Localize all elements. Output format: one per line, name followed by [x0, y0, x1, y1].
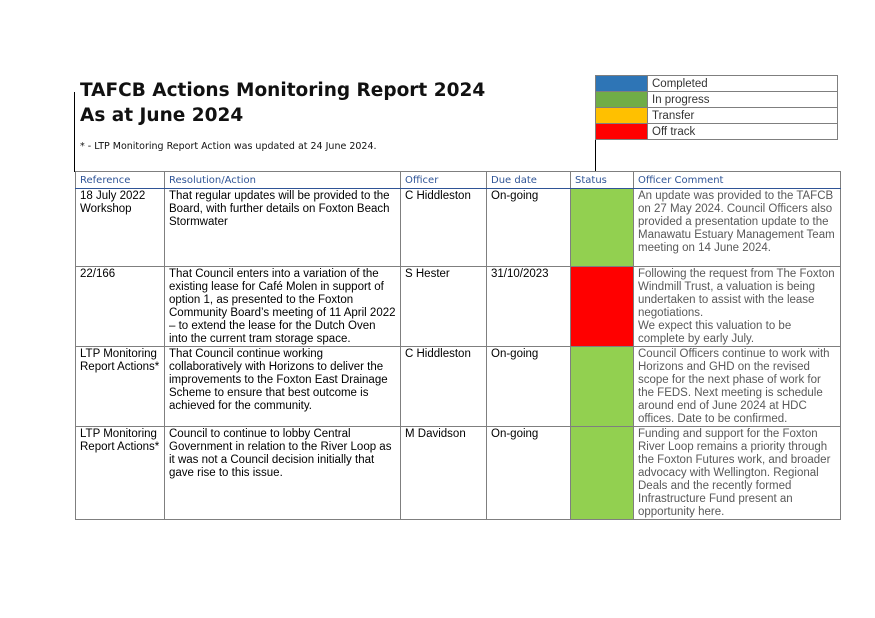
cell-resolution: Council to continue to lobby Central Gov…	[164, 426, 401, 520]
cell-reference: 18 July 2022 Workshop	[75, 188, 165, 267]
report-title: TAFCB Actions Monitoring Report 2024 As …	[80, 78, 485, 128]
cell-officer: S Hester	[400, 266, 487, 347]
header-due-date: Due date	[486, 171, 571, 189]
table-row: LTP Monitoring Report Actions* Council t…	[75, 426, 841, 520]
legend-swatch	[595, 123, 648, 140]
legend-row: In progress	[595, 91, 838, 108]
cell-reference: LTP Monitoring Report Actions*	[75, 346, 165, 427]
table-header-row: Reference Resolution/Action Officer Due …	[75, 171, 841, 189]
cell-due-date: On-going	[486, 188, 571, 267]
legend-label: In progress	[647, 91, 838, 108]
header-officer-comment: Officer Comment	[633, 171, 841, 189]
cell-comment: Following the request from The Foxton Wi…	[633, 266, 841, 347]
actions-table: Reference Resolution/Action Officer Due …	[75, 171, 841, 520]
legend-swatch	[595, 91, 648, 108]
cell-status	[570, 266, 634, 347]
cell-status	[570, 426, 634, 520]
legend-label: Transfer	[647, 107, 838, 124]
table-row: 18 July 2022 Workshop That regular updat…	[75, 188, 841, 267]
table-row: 22/166 That Council enters into a variat…	[75, 266, 841, 347]
report-title-line2: As at June 2024	[80, 105, 244, 126]
comment-paragraph: Following the request from The Foxton Wi…	[638, 268, 835, 319]
cell-officer: C Hiddleston	[400, 188, 487, 267]
legend-row: Transfer	[595, 107, 838, 124]
legend-row: Completed	[595, 75, 838, 92]
cell-comment: An update was provided to the TAFCB on 2…	[633, 188, 841, 267]
cell-due-date: 31/10/2023	[486, 266, 571, 347]
cell-comment: Funding and support for the Foxton River…	[633, 426, 841, 520]
legend-swatch	[595, 107, 648, 124]
header-resolution: Resolution/Action	[164, 171, 401, 189]
cell-officer: M Davidson	[400, 426, 487, 520]
legend-label: Off track	[647, 123, 838, 140]
cell-reference: LTP Monitoring Report Actions*	[75, 426, 165, 520]
legend-label: Completed	[647, 75, 838, 92]
left-margin-rule	[74, 92, 75, 172]
cell-reference: 22/166	[75, 266, 165, 347]
legend-row: Off track	[595, 123, 838, 140]
legend-swatch	[595, 75, 648, 92]
comment-paragraph: We expect this valuation to be complete …	[638, 320, 792, 345]
table-row: LTP Monitoring Report Actions* That Coun…	[75, 346, 841, 427]
report-title-line1: TAFCB Actions Monitoring Report 2024	[80, 80, 486, 101]
header-reference: Reference	[75, 171, 165, 189]
cell-officer: C Hiddleston	[400, 346, 487, 427]
cell-due-date: On-going	[486, 346, 571, 427]
header-status: Status	[570, 171, 634, 189]
cell-due-date: On-going	[486, 426, 571, 520]
legend-connector-rule	[595, 138, 596, 172]
cell-comment: Council Officers continue to work with H…	[633, 346, 841, 427]
header-officer: Officer	[400, 171, 487, 189]
cell-status	[570, 346, 634, 427]
cell-resolution: That Council enters into a variation of …	[164, 266, 401, 347]
cell-resolution: That Council continue working collaborat…	[164, 346, 401, 427]
cell-status	[570, 188, 634, 267]
cell-resolution: That regular updates will be provided to…	[164, 188, 401, 267]
footnote: * - LTP Monitoring Report Action was upd…	[80, 141, 377, 152]
